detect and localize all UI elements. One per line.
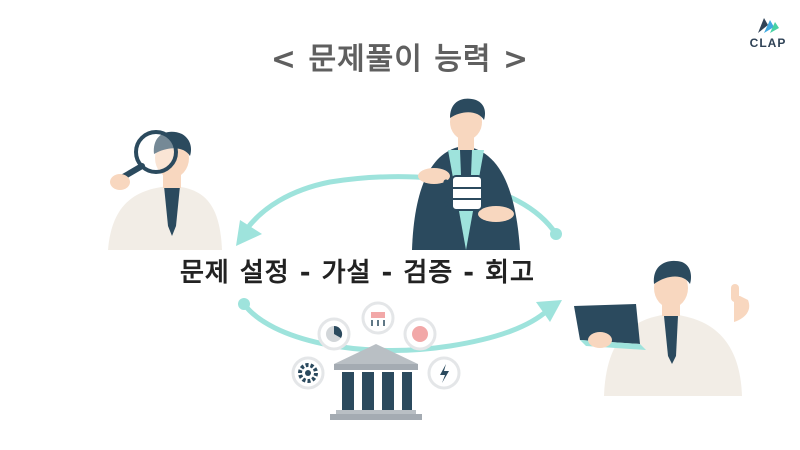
person-database [412,99,520,250]
gear-icon [293,358,323,388]
bank-icon [330,344,422,420]
person-laptop [574,261,749,396]
pie-chart-icon [319,319,349,349]
target-icon [405,319,435,349]
lightbulb-icon [429,358,459,388]
network-icon [363,303,393,333]
process-steps: 문제 설정 - 가설 - 검증 - 회고 [180,252,600,289]
person-magnifier [108,132,222,250]
